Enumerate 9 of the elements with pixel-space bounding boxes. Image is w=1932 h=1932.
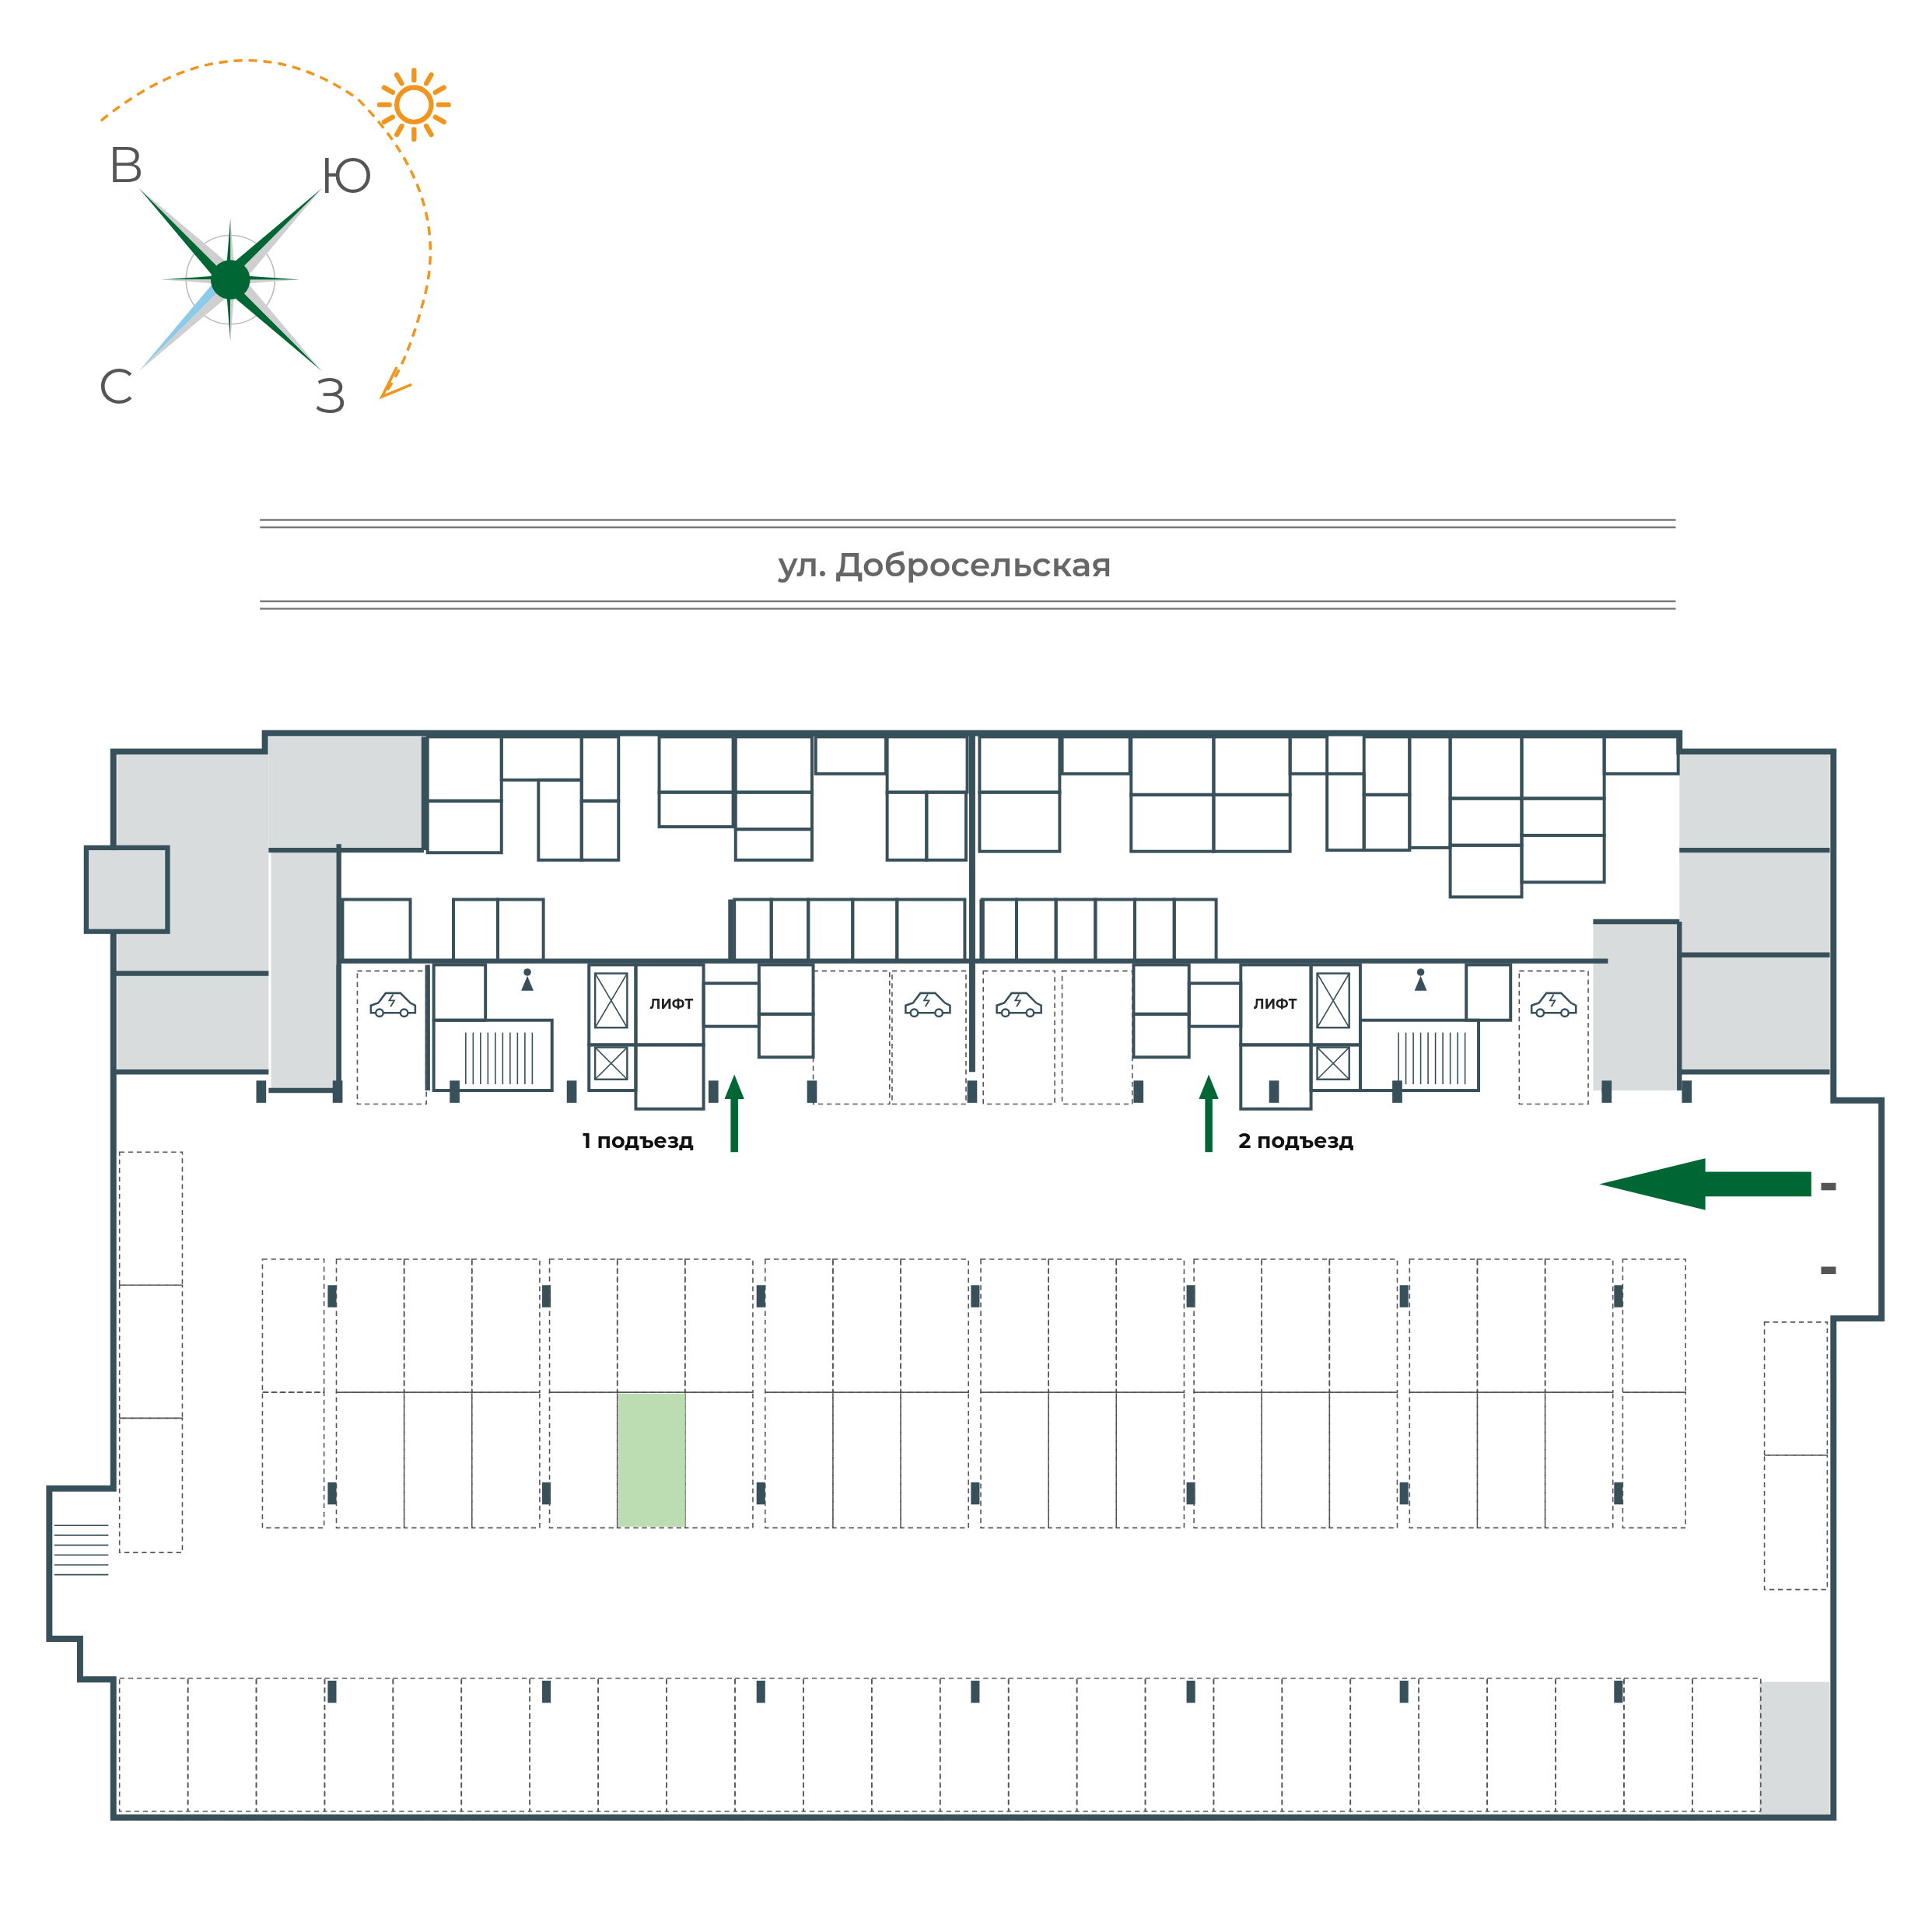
elevator-label: ЛИФТ	[1253, 996, 1297, 1013]
compass-letter: Ю	[319, 145, 373, 205]
street-name: ул. Добросельская	[778, 544, 1112, 585]
compass-letter: В	[107, 133, 145, 194]
compass-letter: С	[98, 355, 134, 416]
elevator-label: ЛИФТ	[649, 996, 694, 1013]
entrance-label: 2 подъезд	[1238, 1129, 1354, 1153]
entrance-label: 1 подъезд	[583, 1129, 694, 1153]
compass-letter: З	[316, 365, 347, 426]
